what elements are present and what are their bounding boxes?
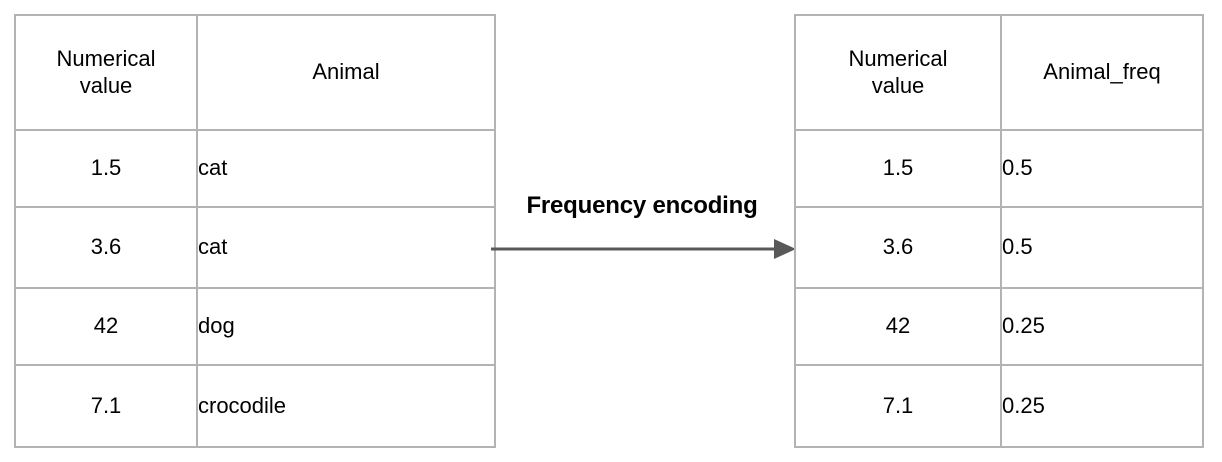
table-row: 42 dog: [14, 287, 496, 366]
cell-numerical-value: 7.1: [14, 364, 198, 448]
table-row: 3.6 cat: [14, 206, 496, 289]
cell-animal-freq: 0.5: [1000, 206, 1204, 289]
table-row: 1.5 0.5: [794, 129, 1204, 208]
header-cell-animal: Animal: [196, 14, 496, 131]
cell-animal: crocodile: [196, 364, 496, 448]
cell-animal-freq: 0.25: [1000, 364, 1204, 448]
header-cell-numerical-value: Numerical value: [14, 14, 198, 131]
table-row: 7.1 crocodile: [14, 364, 496, 448]
header-cell-animal-freq: Animal_freq: [1000, 14, 1204, 131]
source-table: Numerical value Animal 1.5 cat 3.6 cat 4…: [14, 14, 496, 448]
header-line-1: Numerical: [848, 46, 948, 72]
cell-animal: dog: [196, 287, 496, 366]
cell-numerical-value: 1.5: [794, 129, 1002, 208]
cell-animal: cat: [196, 206, 496, 289]
right-arrow-icon: [491, 239, 796, 259]
cell-numerical-value: 7.1: [794, 364, 1002, 448]
table-row: 1.5 cat: [14, 129, 496, 208]
cell-numerical-value: 1.5: [14, 129, 198, 208]
header-line-2: value: [79, 72, 133, 98]
cell-animal-freq: 0.5: [1000, 129, 1204, 208]
cell-numerical-value: 42: [14, 287, 198, 366]
header-line-1: Numerical: [56, 46, 156, 72]
cell-numerical-value: 3.6: [794, 206, 1002, 289]
cell-animal: cat: [196, 129, 496, 208]
table-row: 42 0.25: [794, 287, 1204, 366]
header-line-2: value: [871, 72, 925, 98]
table-row: 3.6 0.5: [794, 206, 1204, 289]
cell-numerical-value: 42: [794, 287, 1002, 366]
table-row: 7.1 0.25: [794, 364, 1204, 448]
cell-animal-freq: 0.25: [1000, 287, 1204, 366]
transform-label: Frequency encoding: [526, 192, 758, 219]
table-header-row: Numerical value Animal: [14, 14, 496, 131]
cell-numerical-value: 3.6: [14, 206, 198, 289]
encoded-table: Numerical value Animal_freq 1.5 0.5 3.6 …: [794, 14, 1204, 448]
table-header-row: Numerical value Animal_freq: [794, 14, 1204, 131]
header-cell-numerical-value: Numerical value: [794, 14, 1002, 131]
